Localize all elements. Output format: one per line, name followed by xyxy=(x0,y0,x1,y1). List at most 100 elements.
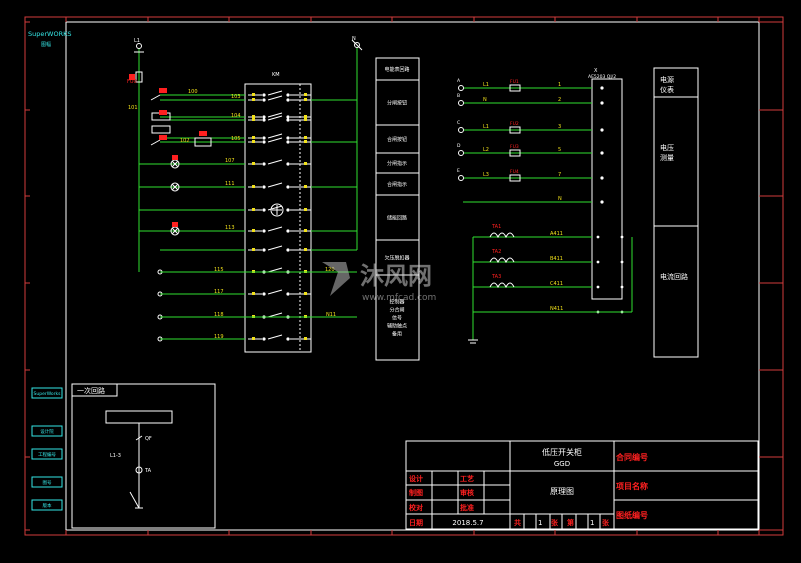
red-device-tags xyxy=(129,74,207,227)
side-logo-brand: SuperWORKS xyxy=(28,30,72,38)
date-label: 日期 xyxy=(409,518,423,527)
meter-fuse-label: FU1 xyxy=(510,79,519,85)
date-value: 2018.5.7 xyxy=(452,519,483,527)
stamp-label: 工程编号 xyxy=(38,451,56,458)
primary-label-l: L1-3 xyxy=(110,453,121,459)
ct-label: TA3 xyxy=(491,274,501,280)
stamp-label: SuperWorks xyxy=(34,391,62,397)
contract-no-label: 合同编号 xyxy=(615,452,648,462)
meter-input-tag: E xyxy=(457,168,460,174)
primary-box-title: 一次回路 xyxy=(77,386,105,395)
meter-input-label: L1 xyxy=(483,124,489,130)
stamp-label: 版本 xyxy=(43,502,52,509)
inner-frame xyxy=(65,21,760,531)
control-circuit xyxy=(134,39,363,353)
wire-label: 113 xyxy=(225,225,235,231)
watermark-brand: 沐风网 xyxy=(360,262,432,290)
terminal-title: X xyxy=(594,68,598,74)
primary-label-ta: TA xyxy=(144,468,152,474)
function-box xyxy=(375,274,420,361)
wire-label: 119 xyxy=(214,334,224,340)
wire-label: 118 xyxy=(214,312,224,318)
design-label: 设计 xyxy=(409,474,423,483)
meter-input-label: L3 xyxy=(483,172,489,178)
wire-label: 105 xyxy=(231,136,241,142)
wire-label: 117 xyxy=(214,289,224,295)
drawing-type: 原理图 xyxy=(550,487,574,496)
page-unit: 张 xyxy=(602,518,610,527)
check-label: 校对 xyxy=(409,503,423,512)
project-name-label: 项目名称 xyxy=(616,481,648,491)
primary-label-qf: QF xyxy=(145,436,152,442)
zone-ticks xyxy=(25,17,783,535)
product-line2: GGD xyxy=(554,460,570,468)
watermark: 沐风网 www.mfcad.com xyxy=(322,262,436,303)
fuse-label: FU0 xyxy=(127,79,137,85)
meter-section xyxy=(458,78,633,344)
function-box-label: 电能表回路 xyxy=(384,66,409,73)
meter-fuse-label: FU4 xyxy=(510,169,519,175)
title-block xyxy=(405,440,759,530)
review-label: 审核 xyxy=(460,488,474,497)
function-box-column: 电能表回路分闸按钮合闸按钮分闸指示合闸指示储能回路欠压脱扣器控制器分合闸信号辅助… xyxy=(375,57,420,361)
craft-label: 工艺 xyxy=(460,474,474,483)
function-box-label: 分闸指示 xyxy=(387,160,407,167)
outer-frame xyxy=(24,16,784,536)
ct-wire-label: B411 xyxy=(550,256,563,262)
meter-wire-number: 2 xyxy=(558,97,561,103)
draw-label: 制图 xyxy=(409,488,423,497)
function-box-label: 合闸按钮 xyxy=(387,136,407,143)
total-value: 1 xyxy=(538,519,542,527)
meter-wire-number: 5 xyxy=(558,147,561,153)
meter-wire-number: 3 xyxy=(558,124,561,130)
wire-label: 111 xyxy=(225,181,235,187)
wire-label: 115 xyxy=(214,267,224,273)
function-box-label: 储能回路 xyxy=(387,215,407,222)
meter-input-tag: B xyxy=(457,93,460,99)
meter-fuse-label: FU2 xyxy=(510,121,519,127)
meter-input-label: L2 xyxy=(483,147,489,153)
meter-input-tag: C xyxy=(457,120,460,126)
page-label: 第 xyxy=(567,518,574,527)
wire-label: 107 xyxy=(225,158,235,164)
function-box-label: 欠压脱扣器 xyxy=(384,255,409,262)
stamp-label: 设计院 xyxy=(40,428,54,435)
terminal-subtitle: AE5203 QJ/2 xyxy=(588,74,616,80)
primary-circuit-box xyxy=(71,383,216,529)
wire-label: 102 xyxy=(180,138,190,144)
function-box-label: 合闸指示 xyxy=(387,181,407,188)
wire-label: 100 xyxy=(188,89,198,95)
page-value: 1 xyxy=(590,519,594,527)
sheet-unit: 张 xyxy=(551,518,559,527)
function-box-label: 分闸按钮 xyxy=(387,100,407,107)
ct-label: TA2 xyxy=(491,249,501,255)
total-label: 共 xyxy=(514,518,521,527)
meter-input-label: L1 xyxy=(483,82,489,88)
supply-label: L1 xyxy=(134,38,140,44)
wire-label: 103 xyxy=(231,94,241,100)
meter-input-tag: D xyxy=(457,143,461,149)
side-logo-sub: 图幅 xyxy=(41,41,51,48)
ct-wire-label: C411 xyxy=(550,281,563,287)
right-col-3: 电流回路 xyxy=(660,272,688,281)
relay-label: KM xyxy=(272,72,280,78)
approve-label: 批准 xyxy=(460,503,474,512)
function-box-label: 控制器分合闸信号辅助触点备用 xyxy=(387,299,407,338)
meter-wire-number: 1 xyxy=(558,82,561,88)
meter-input-label: N xyxy=(483,97,487,103)
watermark-logo-icon xyxy=(322,262,350,296)
bus-out-label: N11 xyxy=(326,312,336,318)
meter-fuse-label: FU3 xyxy=(510,144,519,150)
product-line1: 低压开关柜 xyxy=(542,447,582,457)
wire-label: 101 xyxy=(128,105,138,111)
ct-wire-label: A411 xyxy=(550,231,563,237)
meter-wire-number: N xyxy=(558,196,562,202)
right-col-2: 电压测量 xyxy=(660,143,674,162)
drawing-no-label: 图纸编号 xyxy=(616,510,648,520)
watermark-url: www.mfcad.com xyxy=(362,293,436,303)
right-column xyxy=(653,67,699,358)
